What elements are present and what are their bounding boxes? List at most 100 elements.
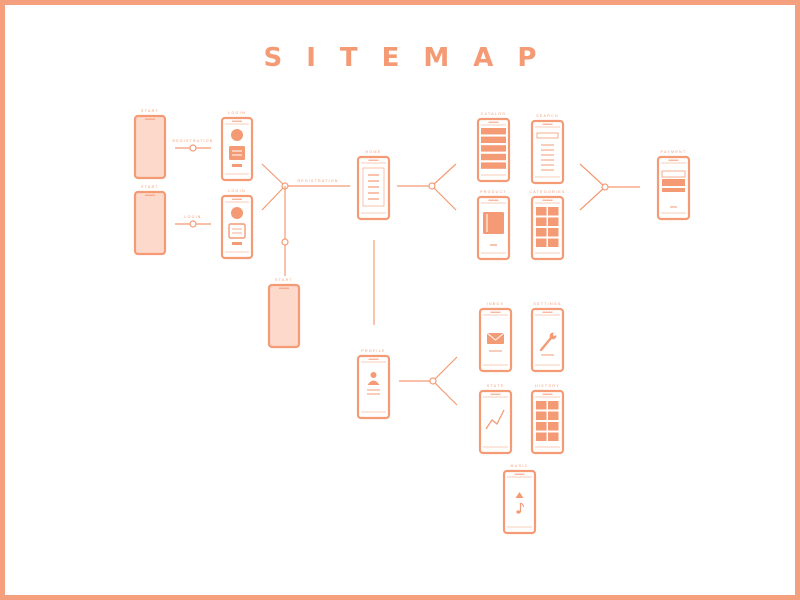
user-head-icon [370,372,377,378]
page-title: SITEMAP [263,43,561,73]
screen-home[interactable]: HOME [356,150,391,221]
grid-tile [548,432,559,441]
grid-tile [536,422,547,431]
wrench-icon [539,336,553,352]
screen-label: PAYMENT [661,150,687,154]
envelope-flap [486,332,505,341]
wrench-jaw [553,333,556,336]
search-input [536,132,559,139]
screen-search[interactable]: SEARCH [530,114,565,185]
line-chart-icon [485,409,505,430]
login-form [229,146,245,160]
user-body-icon [367,380,380,385]
screen-label: HISTORY [535,384,560,388]
grid-tile [548,422,559,431]
screen-payment[interactable]: PAYMENT [656,150,691,221]
screen-product[interactable]: PRODUCT [476,190,511,261]
screen-label: START [141,185,159,189]
phone-frame [356,354,391,420]
screen-history[interactable]: HISTORY [530,384,565,455]
edge-node [429,377,437,385]
screen-login-2[interactable]: LOGIN [220,189,254,260]
screen-start-2[interactable]: START [133,185,167,256]
catalog-row [481,153,506,161]
edge-label-registration: REGISTRATION [172,139,213,143]
grid-tile [536,217,547,226]
screen-music[interactable]: MUSIC [502,464,537,535]
screen-label: INBOX [487,302,505,306]
grid-tile [548,217,559,226]
edge-node [189,220,197,228]
screen-start-1[interactable]: START [133,109,167,180]
catalog-row [481,162,506,169]
edge-branch-product [431,185,457,211]
screen-label: START [275,278,293,282]
login-button [232,242,242,245]
phone-frame [133,114,167,180]
screen-label: CATALOG [481,112,507,116]
catalog-row [481,136,506,143]
avatar-icon [231,129,243,141]
grid-tile [548,238,559,247]
phone-frame [502,469,537,535]
screen-label: MUSIC [510,464,528,468]
screen-label: LOGIN [228,111,246,115]
screen-label: HOME [366,150,382,154]
edge-label-registration-2: REGISTRATION [297,179,338,183]
edge-node [601,183,609,191]
grid-tile [536,432,547,441]
screen-login-1[interactable]: LOGIN [220,111,254,182]
edge-categories-merge [579,186,606,211]
screen-stats[interactable]: STATS [478,384,513,455]
edge-login-merge-2 [261,185,286,211]
edge-node [281,238,289,246]
grid-tile [536,401,547,410]
catalog-row [481,128,506,135]
screen-label: SETTINGS [533,302,561,306]
envelope-icon [487,333,504,344]
grid-tile [548,401,559,410]
edge-branch-stats [432,380,458,406]
edge-login-merge-1 [261,163,286,187]
screen-label: PROFILE [361,349,385,353]
screen-start-3[interactable]: START [267,278,301,349]
screen-label: START [141,109,159,113]
grid-tile [548,411,559,420]
card-field [661,170,686,178]
phone-frame [530,119,565,185]
phone-frame [530,307,565,373]
music-note-flag [520,502,524,508]
screen-settings[interactable]: SETTINGS [530,302,565,373]
pay-button [662,188,685,192]
music-note-icon [516,510,521,514]
avatar-icon [231,207,243,219]
screen-label: PRODUCT [480,190,507,194]
edge-node [189,144,197,152]
product-image [483,212,504,234]
screen-profile[interactable]: PROFILE [356,349,391,420]
screen-label: LOGIN [228,189,246,193]
screen-label: CATEGORIES [529,190,565,194]
card-field-filled [662,179,685,186]
login-form [228,223,246,239]
play-up-icon [515,492,524,498]
screens: START START LOGIN LOGIN START HOME CATALOG SEAR… [133,109,691,535]
screen-categories[interactable]: CATEGORIES [529,190,565,261]
screen-catalog[interactable]: CATALOG [476,112,511,183]
grid-tile [536,207,547,216]
grid-tile [536,238,547,247]
grid-tile [536,228,547,237]
edge-branch-inbox [432,356,458,382]
phone-frame [267,283,301,349]
screen-label: SEARCH [536,114,559,118]
catalog-row [481,145,506,152]
edge-branch-catalog [431,163,457,187]
phone-frame [133,190,167,256]
edge-label-login: LOGIN [184,215,201,219]
edge-node [428,182,436,190]
screen-inbox[interactable]: INBOX [478,302,513,373]
edge-search-merge [579,163,606,188]
grid-tile [548,228,559,237]
